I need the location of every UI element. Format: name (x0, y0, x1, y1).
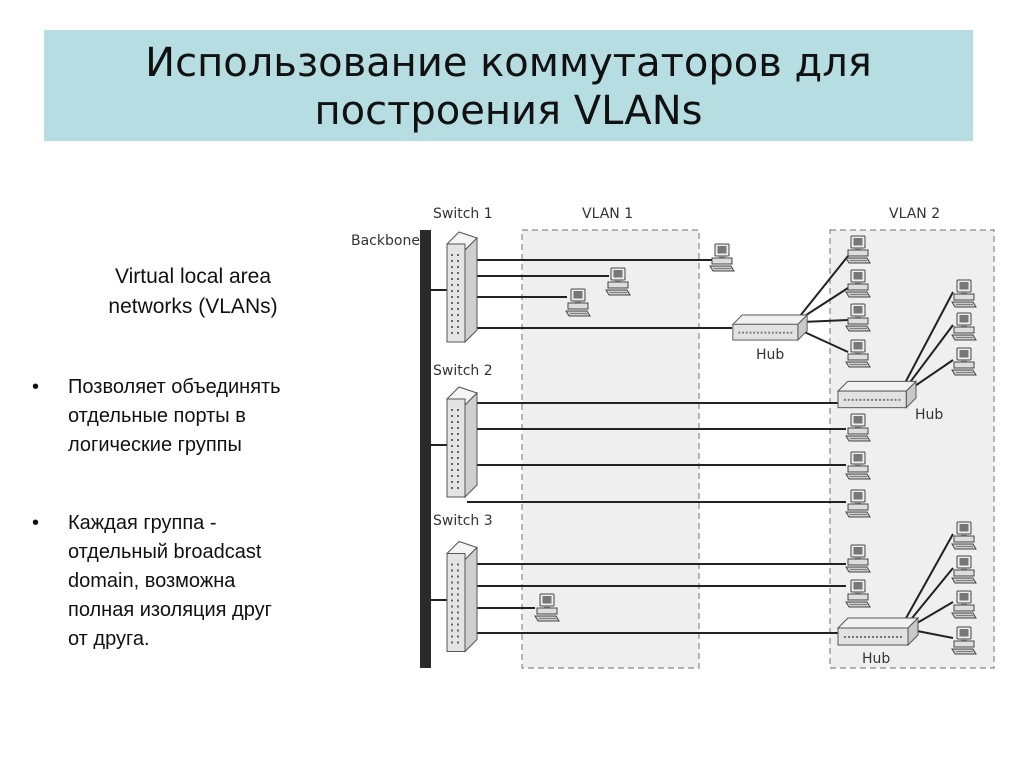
slide-subtitle: Virtual local area networks (VLANs) (58, 262, 328, 322)
slide-title-line-2: построения VLANs (314, 88, 703, 134)
switch-3-device (445, 540, 479, 653)
network-cables (467, 255, 954, 639)
subtitle-line-1: Virtual local area (114, 265, 272, 288)
switch-1-device (445, 230, 479, 344)
backbone-label: Backbone (351, 233, 420, 249)
bullet-1-line-2: отдельные порты в (68, 405, 246, 427)
vlan-1-label: VLAN 1 (582, 206, 633, 222)
hub-3-label: Hub (862, 651, 890, 667)
subtitle-line-2: networks (VLANs) (108, 295, 278, 318)
bullet-1-line-1: Позволяет объединять (68, 376, 281, 398)
switch-1-label: Switch 1 (433, 206, 493, 222)
hub-1-label: Hub (756, 347, 784, 363)
title-banner: Использование коммутаторов для построени… (44, 30, 973, 141)
backbone-bar (420, 230, 431, 668)
switch-2-label: Switch 2 (433, 363, 493, 379)
hub-3-device (837, 617, 919, 646)
switch-3-label: Switch 3 (433, 513, 493, 529)
bullet-marker: • (32, 512, 40, 534)
bullet-2-line-5: от друга. (68, 628, 150, 650)
hub-2-label: Hub (915, 407, 943, 423)
slide-title-line-1: Использование коммутаторов для (145, 40, 872, 86)
bullet-marker: • (32, 376, 40, 398)
hub-1-device (731, 314, 809, 342)
bullet-2-line-3: domain, возможна (68, 570, 236, 592)
bullet-2-line-1: Каждая группа - (68, 512, 217, 534)
switch-2-device (445, 385, 479, 499)
bullet-2-line-4: полная изоляция друг (68, 599, 272, 621)
computer-icon (709, 243, 735, 272)
backbone-links (431, 289, 448, 601)
hub-2-device (837, 380, 917, 409)
bullet-1-line-3: логические группы (68, 434, 242, 456)
vlan-2-label: VLAN 2 (889, 206, 940, 222)
bullet-2-line-2: отдельный broadcast (68, 541, 262, 563)
